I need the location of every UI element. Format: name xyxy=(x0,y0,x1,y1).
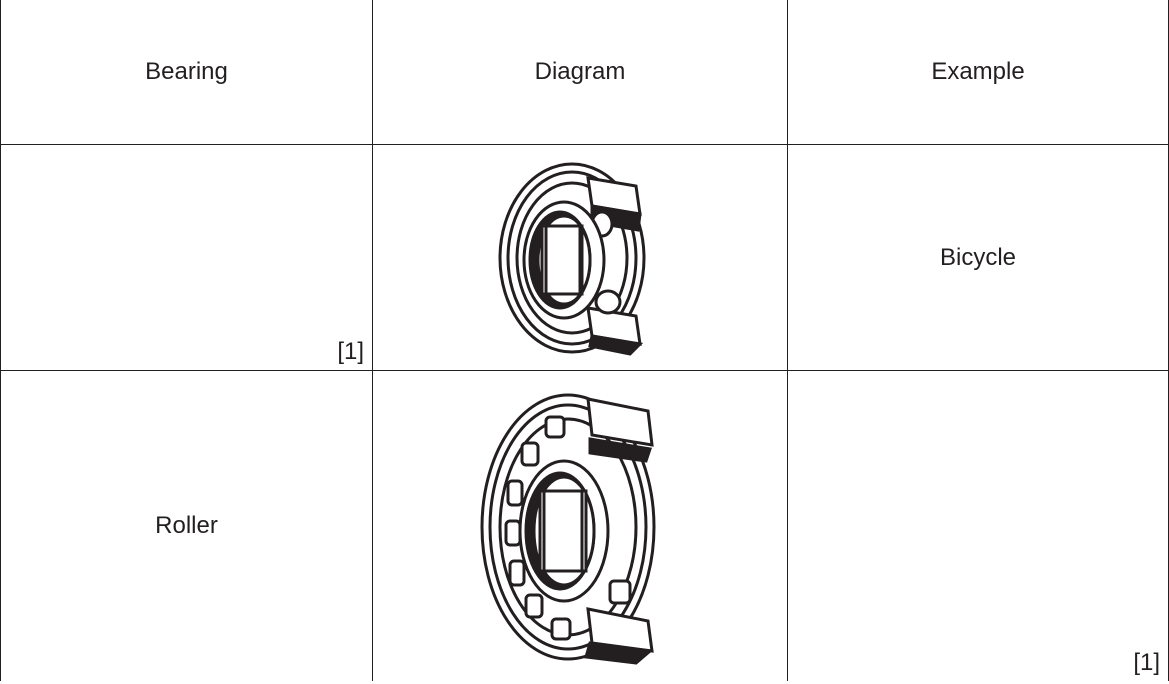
answer-cell-example[interactable]: [1] xyxy=(787,370,1169,681)
header-diagram: Diagram xyxy=(372,0,788,145)
table-row: Roller xyxy=(0,370,1169,681)
mark-allocation: [1] xyxy=(337,338,364,365)
example-cell: Bicycle xyxy=(787,144,1169,371)
diagram-cell xyxy=(372,370,788,681)
header-bearing: Bearing xyxy=(0,0,373,145)
answer-cell-bearing[interactable]: [1] xyxy=(0,144,373,371)
mark-allocation: [1] xyxy=(1133,649,1160,676)
header-example: Example xyxy=(787,0,1169,145)
bearing-cell: Roller xyxy=(0,370,373,681)
ball-bearing-icon xyxy=(498,162,646,356)
table-header-row: Bearing Diagram Example xyxy=(0,0,1169,145)
roller-bearing-icon xyxy=(480,393,656,665)
table-row: [1] xyxy=(0,144,1169,371)
diagram-cell xyxy=(372,144,788,371)
